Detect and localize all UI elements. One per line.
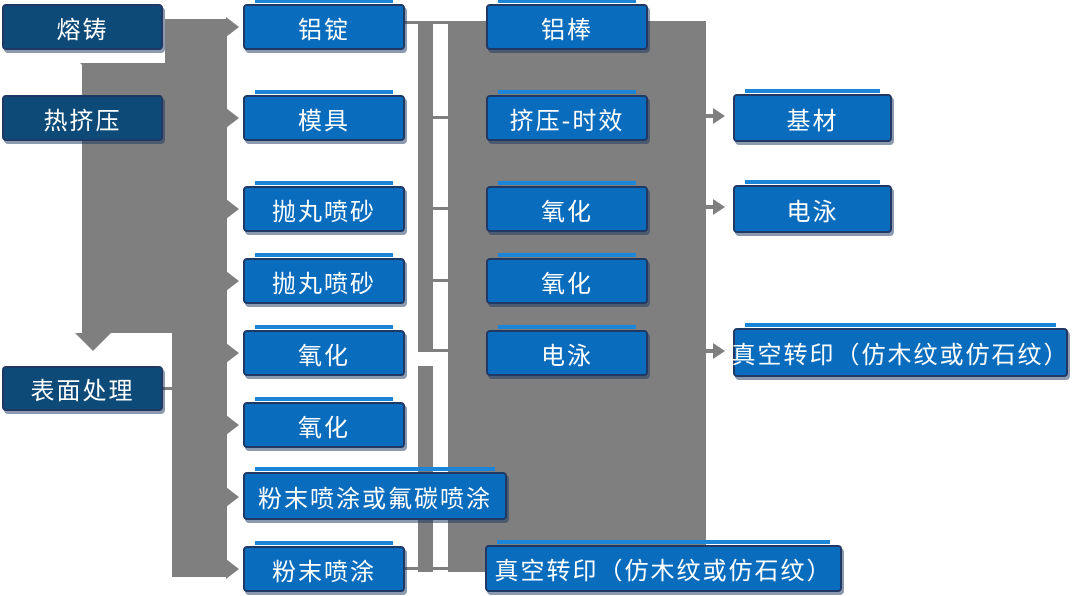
arrowhead-to-electrophoresis-2-icon	[713, 199, 725, 215]
node-label: 粉末喷涂	[272, 557, 376, 586]
connector-line-bus-to-aluminum-rod	[433, 21, 449, 24]
arrowhead-to-oxidation-2-icon	[226, 415, 239, 435]
node-extrusion-aging: 挤压-时效	[486, 90, 648, 141]
arrowhead-to-base-material-icon	[713, 108, 725, 124]
connector-line-surface-treatment-to-bus	[160, 387, 173, 390]
node-label: 抛丸喷砂	[272, 197, 376, 226]
node-label: 基材	[786, 106, 839, 135]
arrowhead-to-hot-extrusion-icon	[80, 63, 122, 83]
connector-line-bus-to-extrusion-aging	[433, 116, 449, 119]
connector-line-bus-to-oxidation-3	[433, 207, 449, 210]
node-label: 铝棒	[541, 15, 593, 44]
node-label: 粉末喷涂或氟碳喷涂	[258, 484, 492, 513]
arrowhead-to-surface-treatment-icon	[75, 333, 111, 351]
node-surface-treatment: 表面处理	[2, 366, 163, 411]
node-hot-extrusion: 热挤压	[2, 95, 163, 141]
connector-line-bus-to-electrophoresis-1	[433, 349, 449, 352]
node-vacuum-transfer-1: 真空转印（仿木纹或仿石纹）	[485, 540, 842, 592]
node-aluminum-rod: 铝棒	[486, 0, 648, 50]
arrowhead-to-aluminum-ingot-icon	[226, 17, 239, 37]
node-label: 氧化	[298, 413, 350, 442]
node-electrophoresis-1: 电泳	[486, 325, 648, 376]
arrowhead-to-shot-blasting-2-icon	[226, 271, 239, 291]
node-mold: 模具	[243, 90, 405, 141]
node-aluminum-ingot: 铝锭	[243, 0, 405, 50]
connector-arrow-shaft-vacuum-transfer	[706, 349, 715, 353]
node-oxidation-2: 氧化	[243, 397, 405, 448]
node-oxidation-1: 氧化	[243, 325, 405, 376]
node-label: 模具	[298, 106, 350, 135]
connector-line-powder-coating-to-bus	[405, 567, 419, 570]
node-base-material: 基材	[733, 89, 892, 142]
node-label: 氧化	[298, 341, 350, 370]
node-label: 氧化	[541, 197, 593, 226]
node-label: 表面处理	[30, 377, 135, 405]
node-label: 铝锭	[298, 15, 350, 44]
arrowhead-to-shot-blasting-1-icon	[226, 199, 239, 219]
node-label: 热挤压	[43, 106, 122, 135]
node-label: 挤压-时效	[509, 106, 625, 135]
node-label: 电泳	[541, 341, 593, 370]
node-label: 抛丸喷砂	[272, 269, 376, 298]
node-powder-coating: 粉末喷涂	[243, 541, 405, 592]
connector-left-bus-lower-bar	[172, 333, 227, 577]
node-oxidation-3: 氧化	[486, 181, 648, 232]
arrowhead-to-mold-icon	[226, 108, 239, 128]
node-oxidation-4: 氧化	[486, 253, 648, 304]
connector-arrow-shaft-base-material	[706, 114, 715, 118]
node-electrophoresis-2: 电泳	[733, 180, 892, 233]
node-label: 熔铸	[56, 15, 109, 44]
node-shot-blasting-1: 抛丸喷砂	[243, 181, 405, 232]
connector-line-bus-to-vacuum-transfer-1	[433, 567, 449, 570]
connector-left-bus-top-strip	[165, 19, 227, 63]
connector-center-bus-upper	[418, 21, 433, 352]
node-powder-or-fluorocarbon-coating: 粉末喷涂或氟碳喷涂	[243, 467, 507, 520]
arrowhead-to-oxidation-1-icon	[226, 343, 239, 363]
node-label: 氧化	[541, 269, 593, 298]
arrowhead-to-vacuum-transfer-2-icon	[713, 343, 725, 359]
connector-line-aluminum-ingot-to-bus	[405, 21, 419, 24]
node-label: 真空转印（仿木纹或仿石纹）	[494, 557, 833, 585]
connector-line-bus-to-oxidation-4	[433, 279, 449, 282]
node-vacuum-transfer-2: 真空转印（仿木纹或仿石纹）	[731, 323, 1070, 377]
arrowhead-to-powder-or-fluorocarbon-coating-icon	[226, 487, 239, 507]
connector-arrow-shaft-electrophoresis	[706, 205, 715, 209]
node-label: 真空转印（仿木纹或仿石纹）	[731, 341, 1070, 369]
node-shot-blasting-2: 抛丸喷砂	[243, 253, 405, 304]
node-melting-casting: 熔铸	[2, 4, 163, 50]
node-label: 电泳	[786, 197, 839, 226]
arrowhead-to-powder-coating-icon	[226, 559, 239, 579]
